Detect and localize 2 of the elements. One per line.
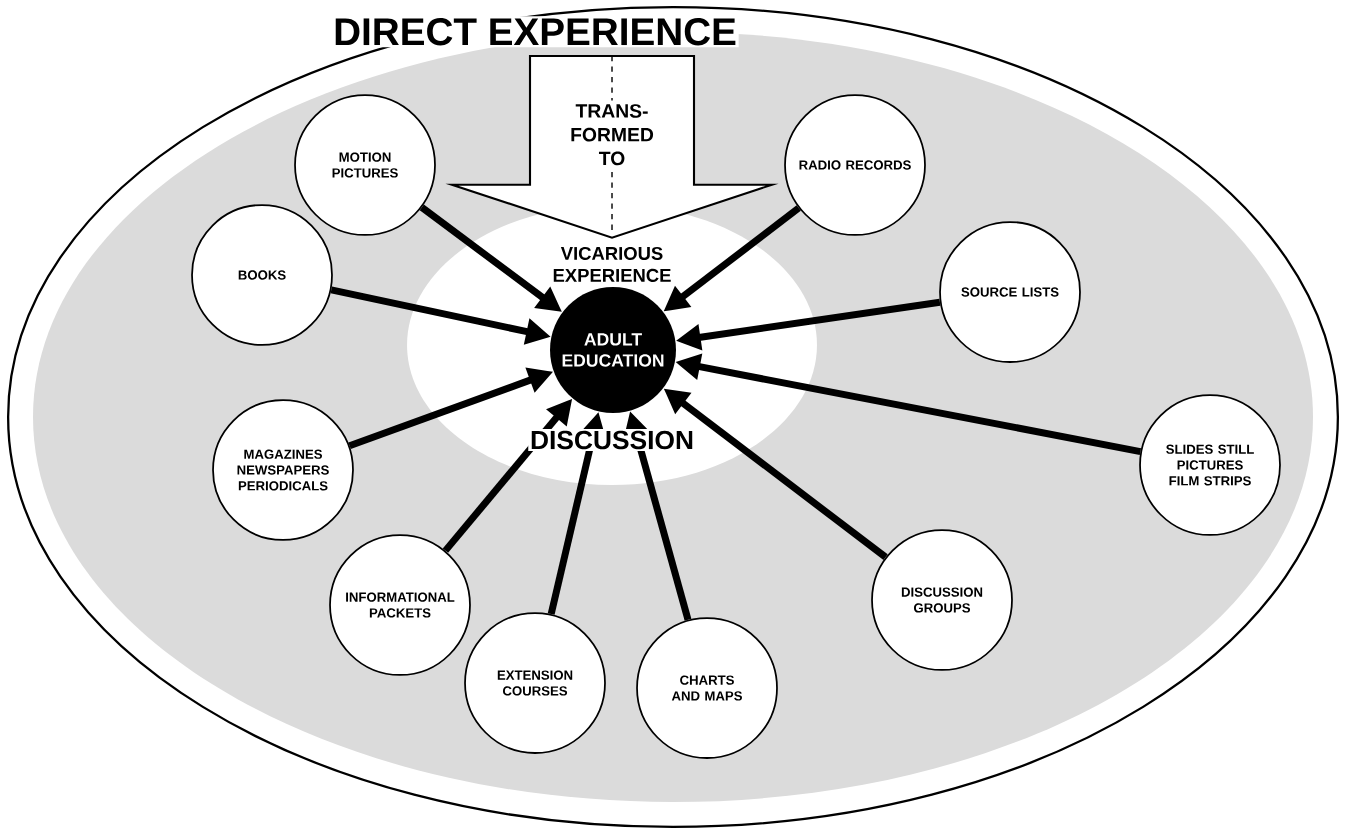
- edge-label: TRANS- FORMED TO: [561, 100, 663, 169]
- region-label: DISCUSSION: [528, 428, 696, 452]
